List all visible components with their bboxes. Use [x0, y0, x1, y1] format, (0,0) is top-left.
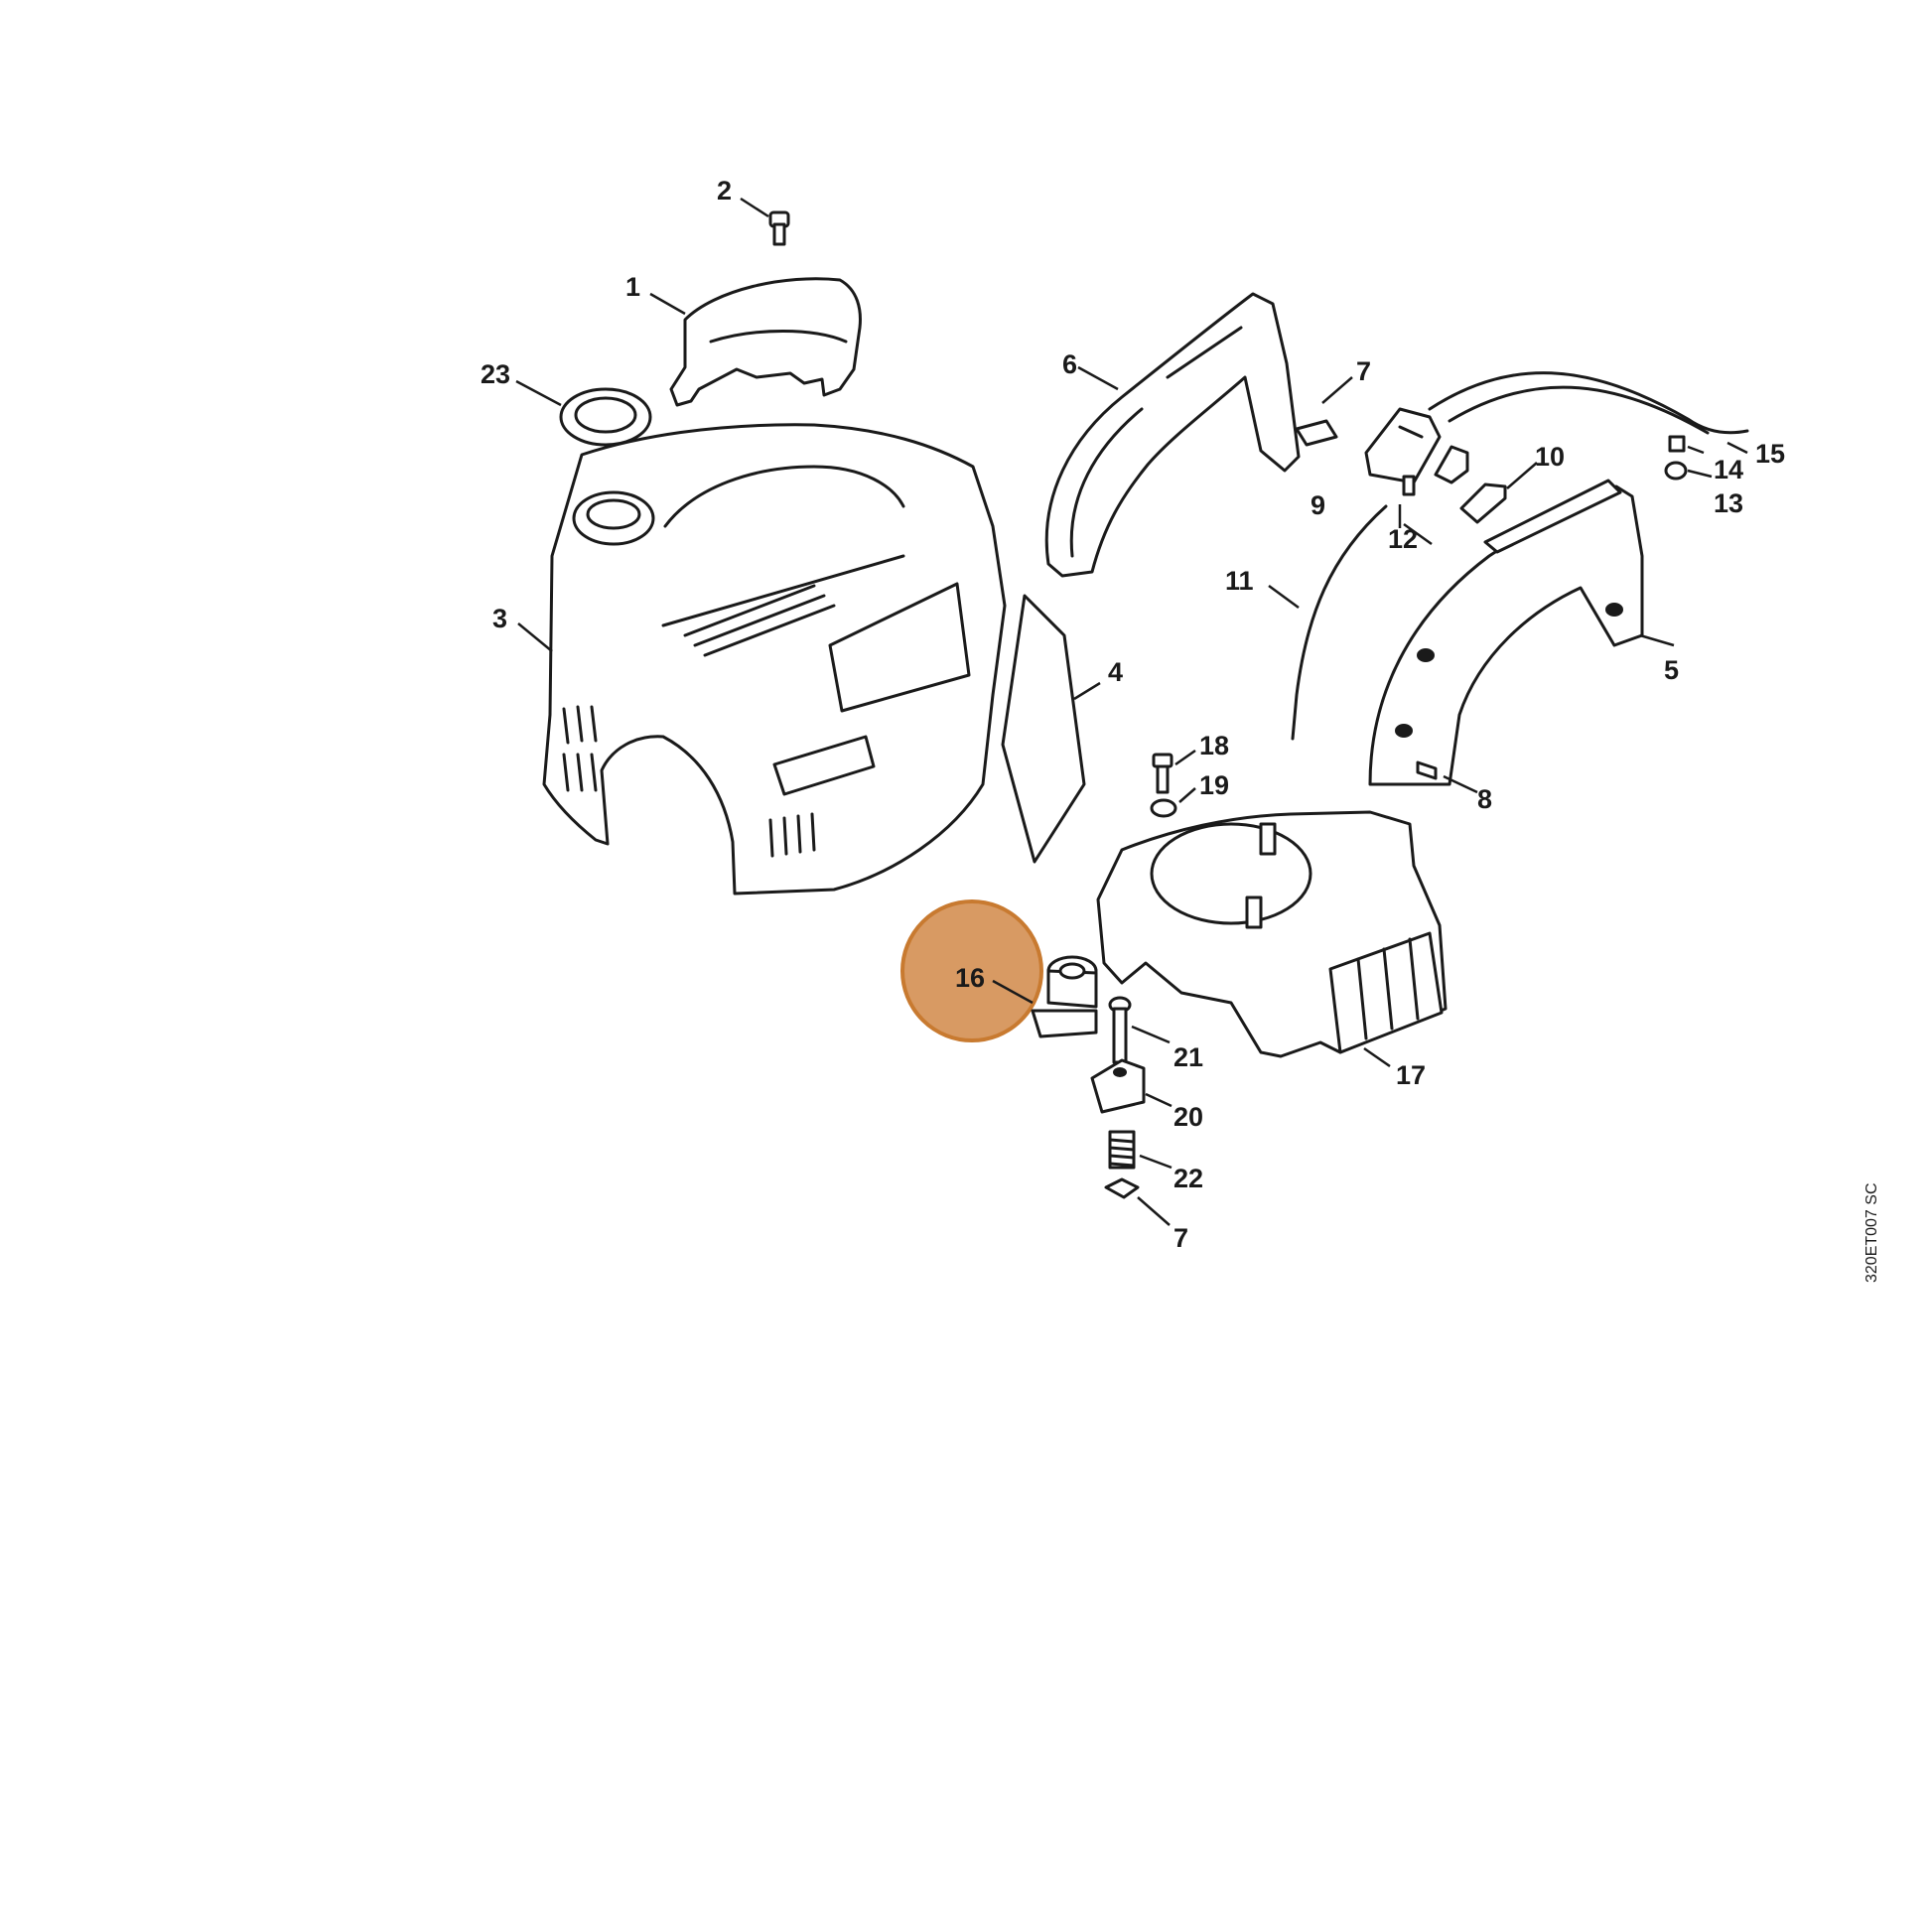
part-21-screw	[1108, 996, 1132, 1064]
part-16-damper	[1031, 955, 1098, 1038]
callout-4: 4	[1108, 657, 1123, 687]
part-8-screw	[1416, 760, 1438, 780]
callout-11: 11	[1225, 566, 1254, 596]
callout-7-upper: 7	[1356, 356, 1371, 386]
callout-15: 15	[1755, 439, 1785, 469]
part-3-shroud	[542, 423, 1007, 896]
part-2-screw	[768, 210, 790, 246]
part-22-spring	[1108, 1130, 1136, 1170]
callout-labels: 2 1 23 3 4 6 7 9 12 10 11 5 8 14 13 15 1…	[481, 176, 1785, 1253]
part-14-clip	[1668, 435, 1686, 453]
part-1-cover-plate	[669, 277, 862, 407]
part-18-screw	[1152, 753, 1173, 794]
callout-22: 22	[1173, 1164, 1203, 1193]
part-7-nut-lower	[1104, 1177, 1140, 1199]
callout-14: 14	[1714, 455, 1743, 484]
part-15-cable	[1428, 371, 1749, 435]
callout-18: 18	[1199, 731, 1229, 760]
callout-5: 5	[1664, 655, 1679, 685]
callout-16: 16	[955, 963, 985, 993]
part-7-bracket-upper	[1295, 419, 1338, 447]
callout-7-lower: 7	[1173, 1223, 1188, 1253]
callout-1: 1	[625, 272, 640, 302]
part-23-ring	[559, 387, 652, 447]
part-11-rod	[1291, 504, 1388, 741]
part-17-carrier	[1096, 810, 1448, 1058]
callout-8: 8	[1477, 784, 1492, 814]
callout-17: 17	[1396, 1060, 1426, 1090]
part-12-pin	[1402, 475, 1416, 496]
callout-6: 6	[1062, 349, 1077, 379]
part-4-plate	[1001, 594, 1086, 864]
callout-19: 19	[1199, 770, 1229, 800]
part-10-lever	[1434, 445, 1507, 524]
callout-2: 2	[717, 176, 732, 206]
part-13-terminal	[1664, 461, 1688, 481]
part-16-highlight	[900, 899, 1043, 1042]
reference-code: 320ET007 SC	[1863, 1182, 1880, 1283]
callout-23: 23	[481, 359, 510, 389]
part-19-washer	[1150, 798, 1177, 818]
part-9-switch	[1364, 407, 1442, 484]
callout-21: 21	[1173, 1042, 1203, 1072]
callout-10: 10	[1535, 442, 1565, 472]
callout-12: 12	[1388, 524, 1418, 554]
callout-3: 3	[492, 604, 507, 633]
callout-20: 20	[1173, 1102, 1203, 1132]
part-20-clamp	[1090, 1058, 1146, 1114]
part-6-handle	[1044, 292, 1301, 578]
part-5-handle-tube	[1368, 479, 1644, 786]
callout-9: 9	[1311, 490, 1325, 520]
callout-13: 13	[1714, 488, 1743, 518]
leader-lines	[515, 197, 1748, 1226]
